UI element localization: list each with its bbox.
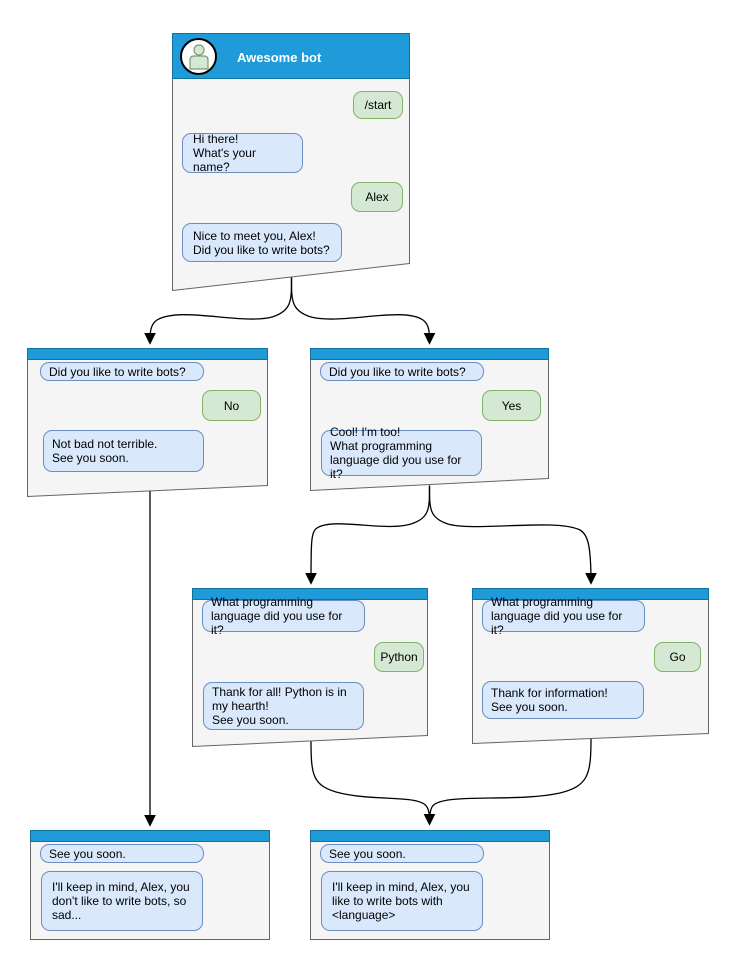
- bot-message-bubble: Did you like to write bots?: [40, 362, 204, 381]
- flow-arrow-root-to-yes: [290, 277, 436, 345]
- chat-window-end-yes: See you soon. I'll keep in mind, Alex, y…: [310, 830, 550, 940]
- bot-message-bubble: Thank for all! Python is in my hearth! S…: [203, 682, 364, 730]
- flow-arrow-python-to-end: [310, 741, 436, 826]
- flow-arrow-root-to-no: [144, 277, 293, 345]
- chat-window-no-branch: Did you like to write bots? No Not bad n…: [27, 348, 268, 497]
- window-titlebar: [27, 348, 268, 360]
- bot-message-bubble: Nice to meet you, Alex! Did you like to …: [182, 223, 342, 262]
- bot-message-bubble: What programming language did you use fo…: [202, 600, 365, 632]
- chat-window-python-branch: What programming language did you use fo…: [192, 588, 428, 747]
- chat-window-root: Awesome bot /start Hi there! What's your…: [172, 33, 410, 291]
- flow-arrow-yes-to-python: [305, 485, 431, 585]
- user-message-bubble: Go: [654, 642, 701, 672]
- bot-message-bubble: What programming language did you use fo…: [482, 600, 645, 632]
- bot-message-bubble: I'll keep in mind, Alex, you like to wri…: [321, 871, 483, 931]
- window-titlebar: [310, 348, 549, 360]
- window-titlebar: [472, 588, 709, 600]
- user-message-bubble: Yes: [482, 390, 541, 421]
- bot-message-bubble: Not bad not terrible. See you soon.: [43, 430, 204, 472]
- user-message-bubble: Alex: [351, 182, 403, 212]
- person-icon: [188, 44, 210, 70]
- bot-message-bubble: Did you like to write bots?: [320, 362, 484, 381]
- flow-arrow-yes-to-go: [428, 485, 597, 585]
- bot-message-bubble: Hi there! What's your name?: [182, 133, 303, 173]
- bot-message-bubble: Thank for information! See you soon.: [482, 681, 644, 719]
- user-message-bubble: Python: [374, 642, 424, 672]
- window-titlebar: [192, 588, 428, 600]
- bot-avatar-icon: [180, 38, 217, 75]
- bot-message-bubble: Cool! I'm too! What programming language…: [321, 430, 482, 476]
- window-titlebar: [310, 830, 550, 842]
- user-message-bubble: No: [202, 390, 261, 421]
- chat-window-yes-branch: Did you like to write bots? Yes Cool! I'…: [310, 348, 549, 491]
- user-message-bubble: /start: [353, 91, 403, 119]
- window-title: Awesome bot: [237, 49, 322, 65]
- window-titlebar: [30, 830, 270, 842]
- chat-window-end-no: See you soon. I'll keep in mind, Alex, y…: [30, 830, 270, 940]
- bot-message-bubble: I'll keep in mind, Alex, you don't like …: [41, 871, 203, 931]
- flow-arrow-go-to-end: [428, 738, 592, 823]
- bot-message-bubble: See you soon.: [320, 844, 484, 863]
- chat-window-go-branch: What programming language did you use fo…: [472, 588, 709, 744]
- bot-message-bubble: See you soon.: [40, 844, 204, 863]
- window-titlebar: Awesome bot: [172, 33, 410, 79]
